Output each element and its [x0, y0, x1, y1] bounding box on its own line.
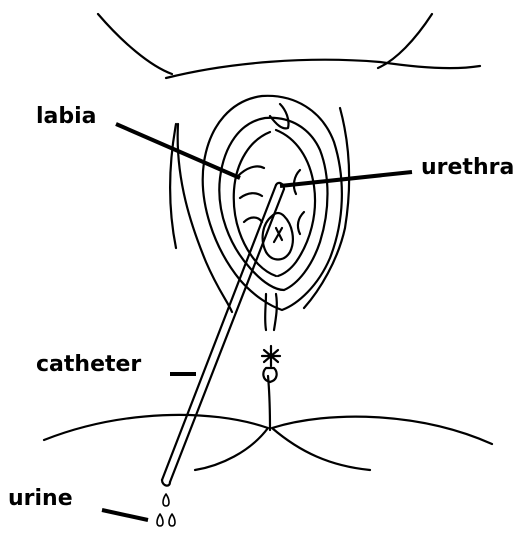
label-labia: labia — [36, 106, 97, 128]
urine-drops — [157, 494, 175, 526]
clitoral-hood — [270, 104, 289, 128]
catheter-outlet — [162, 480, 170, 486]
left-flank-line — [98, 14, 172, 74]
vulva-drawing — [203, 96, 342, 382]
labia-majora-outer — [203, 96, 342, 310]
labia-fold-5 — [298, 212, 304, 234]
labia-fold-2 — [240, 193, 262, 198]
label-urethra: urethra — [421, 157, 514, 179]
urethra-leader-line — [280, 172, 412, 186]
labia-fold-3 — [244, 218, 262, 223]
lower-abdomen-line — [166, 60, 480, 78]
label-urine: urine — [8, 488, 73, 510]
urine-drop-3 — [169, 514, 175, 526]
left-buttock — [44, 415, 268, 470]
urine-leader-line — [102, 510, 148, 520]
labia-majora-inner — [219, 118, 327, 290]
label-catheter: catheter — [36, 354, 141, 376]
labia-fold-1 — [238, 166, 264, 176]
body-outline — [44, 14, 492, 470]
gluteal-cleft — [268, 376, 270, 430]
buttock-cleft-dot — [263, 368, 276, 382]
leader-lines — [102, 124, 412, 520]
urine-drop-1 — [163, 494, 169, 506]
urine-drop-2 — [157, 514, 163, 526]
perineum-left — [265, 294, 266, 330]
anus — [262, 346, 280, 366]
left-groin-line — [170, 124, 176, 248]
right-flank-line — [378, 14, 432, 68]
right-buttock — [272, 417, 492, 470]
catheter-tube — [162, 183, 284, 486]
catheter-left-edge — [162, 185, 276, 480]
labia-minora-right — [276, 130, 315, 276]
perineum-right — [274, 294, 277, 330]
vulva-hatch — [274, 228, 282, 242]
